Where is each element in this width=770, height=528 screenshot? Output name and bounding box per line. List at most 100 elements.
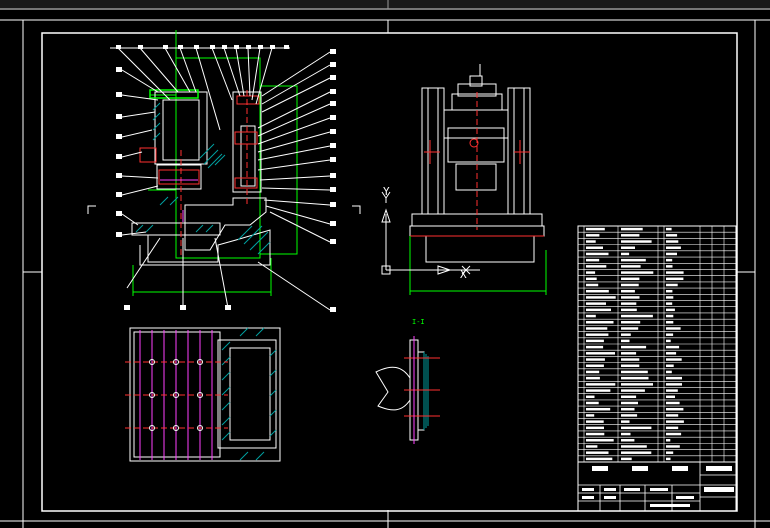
bom-cell-mark	[586, 240, 596, 243]
bom-cell-mark	[666, 364, 674, 367]
front-section-view	[87, 30, 361, 312]
section-label: I-I	[412, 318, 425, 326]
bom-cell-mark	[586, 246, 603, 249]
top-cap	[149, 89, 199, 99]
bom-cell-mark	[666, 345, 680, 349]
bom-cell-mark	[586, 364, 604, 367]
bom-cell-mark	[666, 289, 673, 293]
center-lines	[139, 90, 260, 258]
detail-hatching	[423, 352, 429, 430]
bom-cell-mark	[666, 383, 682, 386]
bom-cell-mark	[621, 407, 635, 411]
bom-cell-mark	[621, 277, 640, 281]
bom-cells	[586, 227, 684, 461]
bom-cell-mark	[586, 414, 595, 417]
bom-cell-mark	[586, 333, 609, 336]
bom-cell-mark	[621, 439, 635, 442]
side-elevation-view	[381, 64, 547, 295]
bom-cell-mark	[621, 234, 640, 237]
bom-cell-mark	[666, 240, 679, 243]
bom-cell-mark	[621, 395, 637, 399]
bom-cell-mark	[621, 333, 631, 336]
bom-grid	[578, 226, 736, 462]
bom-cell-mark	[621, 414, 638, 417]
bom-cell-mark	[586, 407, 611, 411]
part-tags-top	[116, 45, 289, 49]
bom-cell-mark	[666, 339, 671, 343]
bom-cell-mark	[666, 321, 674, 324]
bom-cell-mark	[586, 339, 604, 343]
bom-cell-mark	[621, 457, 632, 461]
part-leaders-left	[121, 69, 161, 289]
bom-cell-mark	[586, 395, 595, 399]
bom-cell-mark	[666, 234, 678, 237]
bom-cell-mark	[666, 439, 671, 442]
bom-cell-mark	[666, 333, 674, 336]
bom-cell-mark	[586, 426, 604, 430]
bom-cell-mark	[666, 246, 681, 249]
part-tags-left	[116, 67, 122, 237]
x-axis-label: X	[460, 268, 467, 281]
bom-cell-mark	[621, 246, 635, 249]
bom-cell-mark	[621, 451, 652, 454]
bom-cell-mark	[666, 277, 684, 281]
detail-section-view: I-I	[375, 318, 440, 444]
bom-cell-mark	[621, 227, 643, 231]
bom-cell-mark	[621, 265, 641, 268]
part-leaders-top	[110, 47, 290, 131]
bom-cell-mark	[621, 283, 639, 287]
plan-center-lines	[125, 361, 228, 429]
bom-cell-mark	[666, 271, 684, 274]
bom-cell-mark	[621, 401, 638, 405]
bom-cell-mark	[621, 314, 653, 318]
bom-cell-mark	[586, 289, 609, 293]
plan-view	[125, 327, 281, 462]
bom-cell-mark	[621, 432, 631, 436]
bom-cell-mark	[666, 227, 672, 231]
bom-cell-mark	[621, 352, 637, 355]
bom-cell-mark	[586, 327, 608, 330]
bom-cell-mark	[586, 345, 604, 349]
bom-cell-mark	[666, 358, 682, 361]
bom-cell-mark	[621, 321, 641, 324]
bom-cell-mark	[586, 352, 615, 355]
bom-cell-mark	[586, 383, 616, 386]
bom-cell-mark	[621, 376, 649, 380]
bom-cell-mark	[621, 271, 654, 274]
bom-cell-mark	[621, 258, 646, 262]
bom-cell-mark	[666, 302, 673, 305]
title-block-marks	[582, 466, 734, 507]
bom-cell-mark	[621, 358, 640, 361]
bom-cell-mark	[586, 321, 614, 324]
side-view-center-lines	[410, 92, 544, 237]
bom-cell-mark	[621, 289, 635, 293]
bom-cell-mark	[586, 258, 600, 262]
bom-cell-mark	[621, 308, 637, 312]
bom-cell-mark	[586, 283, 599, 287]
bom-cell-mark	[666, 296, 674, 299]
bom-cell-mark	[586, 252, 609, 256]
dimension-lines	[132, 30, 298, 296]
bolt-markers	[160, 179, 198, 222]
bom-cell-mark	[586, 314, 596, 318]
bom-cell-mark	[621, 445, 647, 448]
bom-cell-mark	[666, 426, 679, 430]
section-markers	[87, 205, 361, 214]
bom-cell-mark	[621, 383, 653, 386]
bom-cell-mark	[586, 420, 604, 423]
bom-cell-mark	[586, 302, 606, 305]
bom-cell-mark	[666, 258, 673, 262]
part-leaders-right	[257, 51, 331, 311]
part-leaders-bottom	[182, 237, 229, 309]
bom-cell-mark	[586, 376, 600, 380]
part-tags-right	[330, 49, 336, 312]
bom-cell-mark	[586, 432, 605, 436]
bom-cell-mark	[621, 389, 645, 392]
bom-cell-mark	[586, 308, 611, 312]
bom-cell-mark	[666, 445, 680, 448]
bom-cell-mark	[666, 401, 680, 405]
bom-cell-mark	[621, 426, 652, 430]
bom-cell-mark	[666, 370, 672, 374]
bom-cell-mark	[586, 271, 596, 274]
